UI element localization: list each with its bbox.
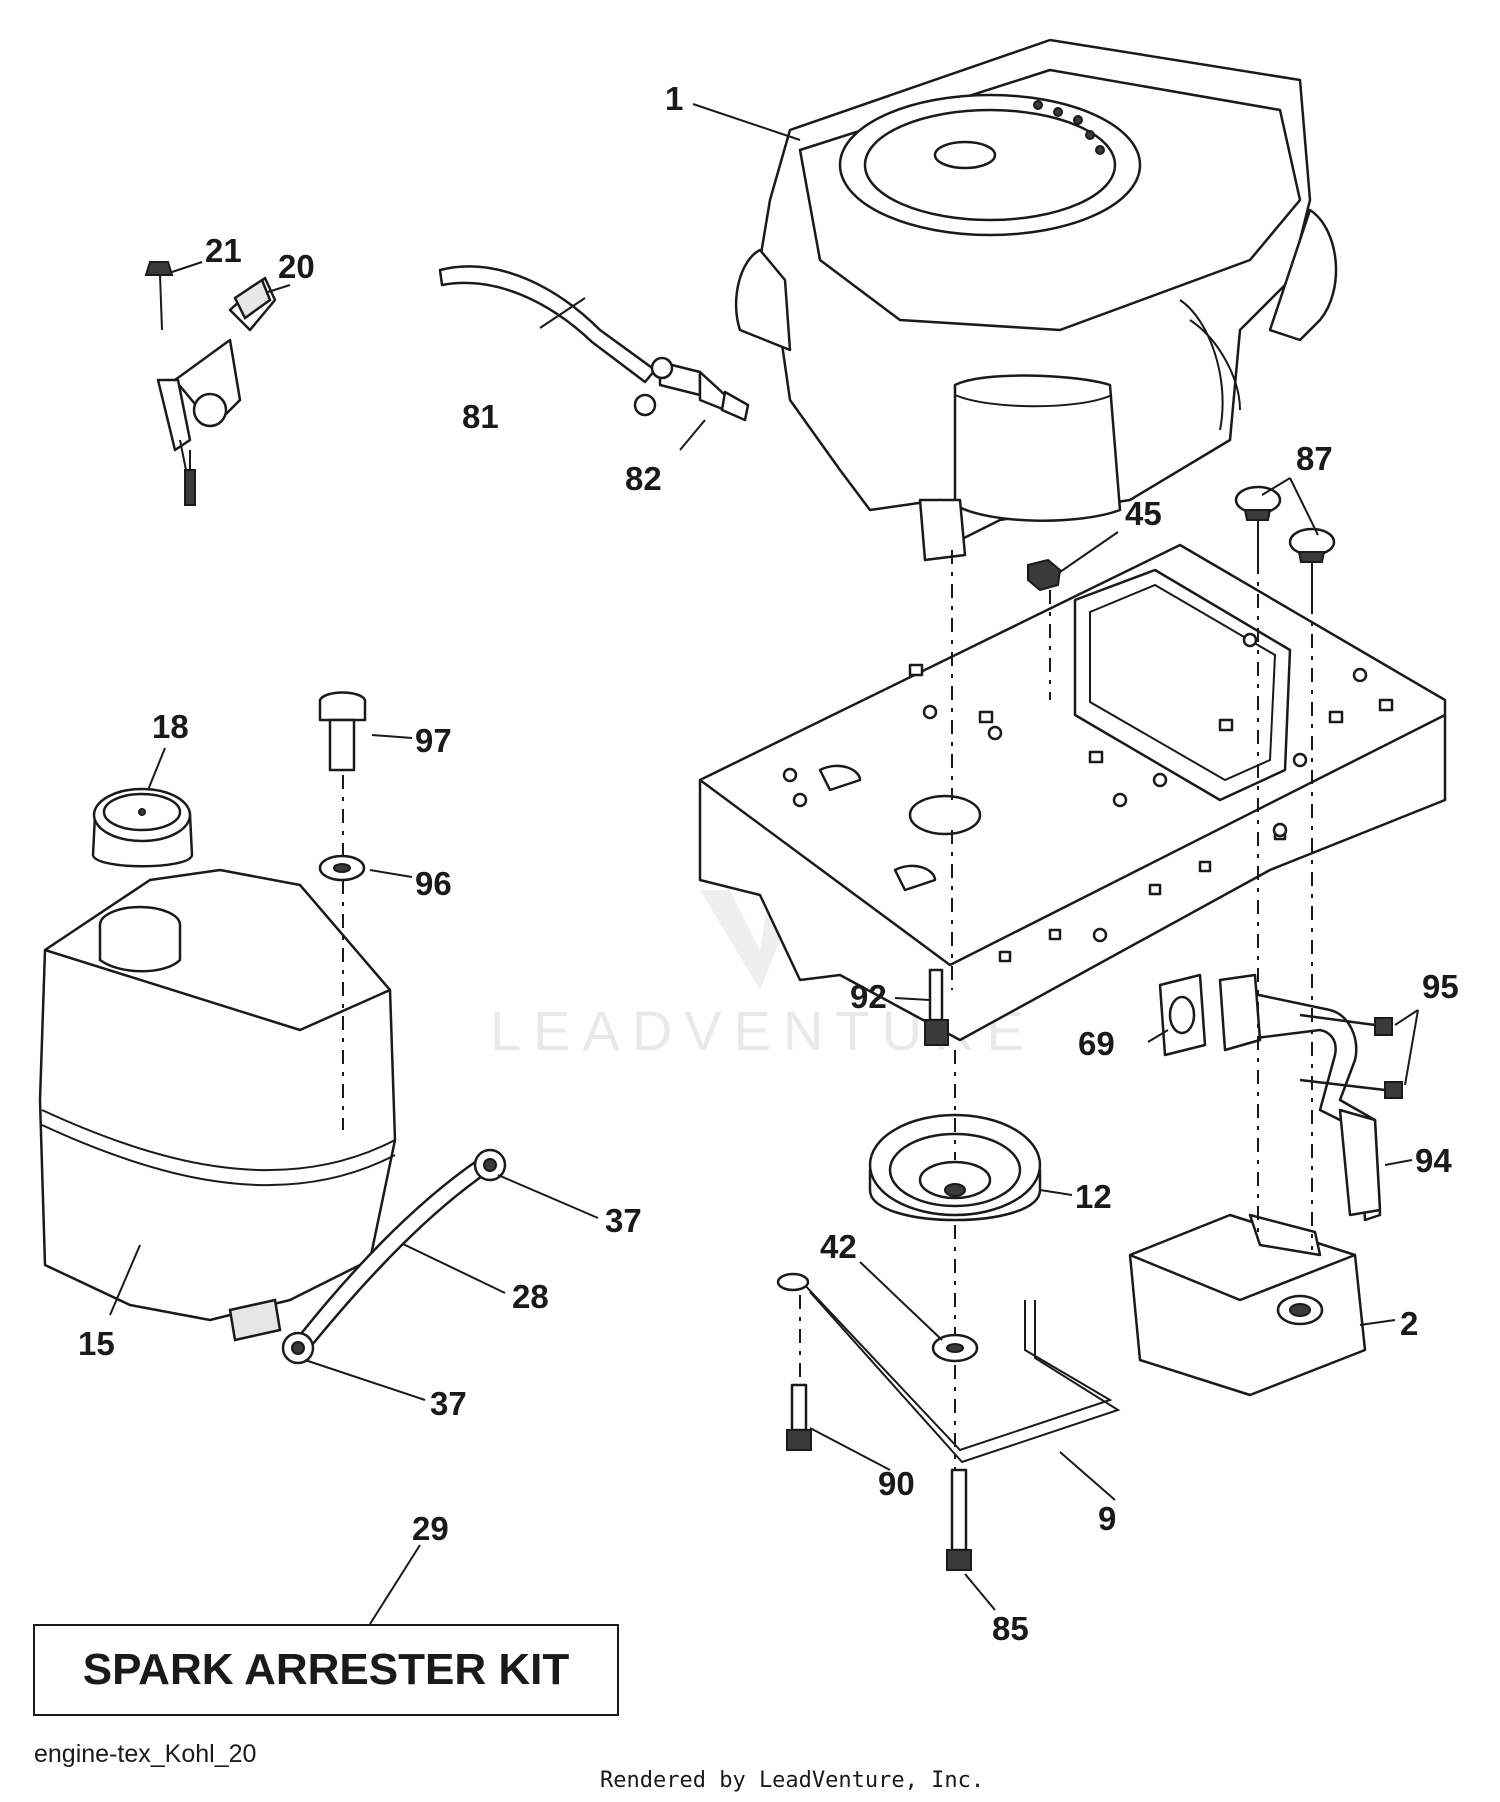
bolt-85 [946, 1468, 972, 1571]
bolt-92 [924, 968, 949, 1046]
washer-42 [931, 1333, 979, 1363]
callout-85: 85 [992, 1610, 1029, 1647]
callout-28: 28 [512, 1278, 549, 1315]
exhaust-pipe-94 [1218, 973, 1382, 1222]
engine-vent-dots [1033, 100, 1105, 155]
callout-15: 15 [78, 1325, 115, 1362]
callout-2: 2 [1400, 1305, 1418, 1342]
washer-96 [318, 854, 366, 882]
callout-21: 21 [205, 232, 242, 269]
rod-9 [776, 1272, 1121, 1464]
throttle-control [156, 276, 277, 506]
fuel-line-81 [438, 265, 657, 384]
clamp-37a [473, 1148, 507, 1182]
engine [734, 38, 1338, 562]
callout-96: 96 [415, 865, 452, 902]
pulley-12 [868, 1113, 1042, 1222]
callout-37a: 37 [605, 1202, 642, 1239]
callout-20: 20 [278, 248, 315, 285]
callout-95: 95 [1422, 968, 1459, 1005]
diagram-code: engine-tex_Kohl_20 [34, 1740, 257, 1768]
callout-12: 12 [1075, 1178, 1112, 1215]
alignment-lines [342, 550, 1313, 1470]
callout-82: 82 [625, 460, 662, 497]
callout-9: 9 [1098, 1500, 1116, 1537]
callout-18: 18 [152, 708, 189, 745]
render-credit: Rendered by LeadVenture, Inc. [600, 1768, 985, 1793]
gas-tank-15 [38, 868, 397, 1342]
callout-29: 29 [412, 1510, 449, 1547]
bolt-97 [318, 691, 367, 772]
callout-81: 81 [462, 398, 499, 435]
screw-87a [1234, 485, 1282, 560]
callouts: 1 21 20 81 82 87 45 18 97 96 92 95 69 94… [78, 80, 1459, 1647]
callout-90: 90 [878, 1465, 915, 1502]
chassis-frame [698, 543, 1447, 1042]
callout-69: 69 [1078, 1025, 1115, 1062]
fuel-filter-82 [633, 356, 750, 422]
bolts-95 [1299, 1013, 1403, 1099]
bolt-90 [786, 1383, 812, 1451]
callout-87: 87 [1296, 440, 1333, 477]
callout-45: 45 [1125, 495, 1162, 532]
callout-94: 94 [1415, 1142, 1452, 1179]
callout-1: 1 [665, 80, 683, 117]
clamp-37b [281, 1331, 315, 1365]
muffler-2 [1128, 1213, 1367, 1397]
callout-97: 97 [415, 722, 452, 759]
gasket-69 [1158, 973, 1207, 1057]
screw-87b [1288, 527, 1336, 600]
callout-92: 92 [850, 978, 887, 1015]
spark-arrester-kit-label: SPARK ARRESTER KIT [33, 1624, 619, 1716]
nut-45 [1027, 558, 1062, 592]
chassis-holes [782, 632, 1394, 963]
gas-cap-18 [91, 787, 194, 868]
callout-42: 42 [820, 1228, 857, 1265]
callout-37b: 37 [430, 1385, 467, 1422]
screw-21 [144, 261, 174, 331]
